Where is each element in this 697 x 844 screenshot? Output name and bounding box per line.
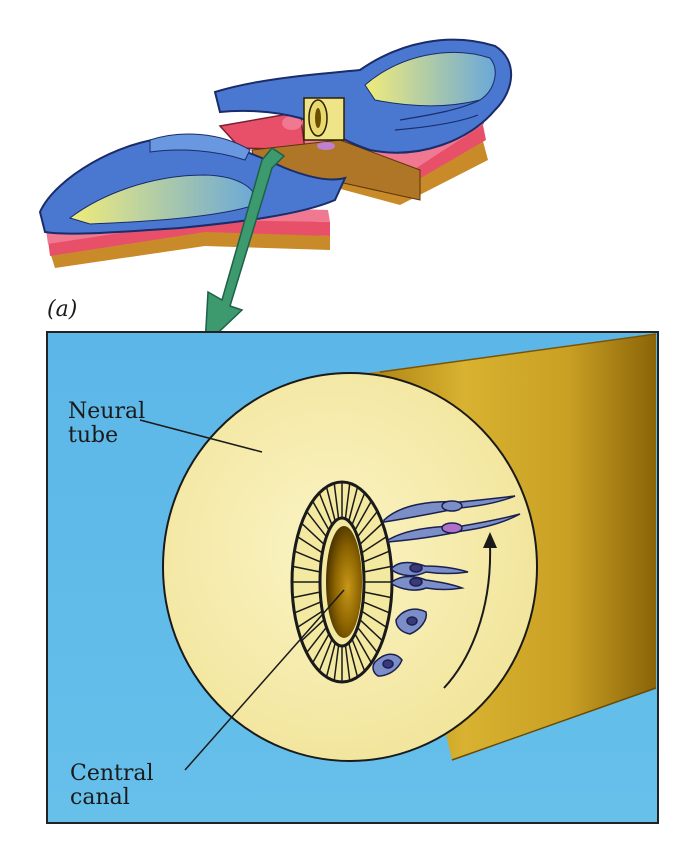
neural-tube-label-line1: Neural [68,400,145,424]
panel-label: (a) [47,298,77,322]
central-canal-label-line2: canal [70,786,154,810]
neural-tube-label-line2: tube [68,424,145,448]
central-canal-label-line1: Central [70,762,154,786]
central-canal [326,526,362,638]
central-canal-label: Central canal [70,762,154,810]
neural-tube-label: Neural tube [68,400,145,448]
